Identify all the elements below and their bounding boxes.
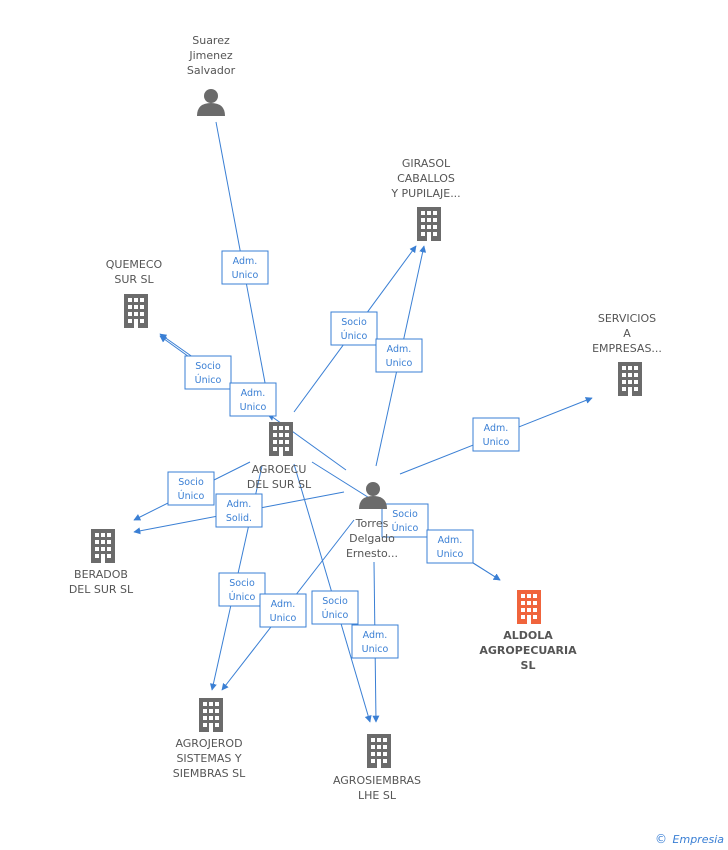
edge-label-e2[interactable]: Socio Único bbox=[330, 311, 378, 346]
node-suarez[interactable]: Suarez Jimenez Salvador bbox=[187, 34, 236, 116]
node-label-line: Y PUPILAJE... bbox=[390, 187, 460, 200]
edge-label-line: Unico bbox=[270, 613, 297, 624]
edge-label-line: Unico bbox=[386, 358, 413, 369]
edge-labels: Adm. Unico Socio Único Adm. Unico Socio … bbox=[167, 250, 520, 659]
node-label-line: SISTEMAS Y bbox=[176, 752, 241, 765]
edge-label-line: Unico bbox=[232, 270, 259, 281]
node-label-line: AGROPECUARIA bbox=[479, 644, 577, 657]
edge-label-e14[interactable]: Adm. Unico bbox=[351, 624, 399, 659]
edge-label-line: Adm. bbox=[387, 344, 412, 355]
edge-label-e4[interactable]: Socio Único bbox=[184, 355, 232, 390]
node-label-line: Torres bbox=[355, 517, 389, 530]
node-label-line: Ernesto... bbox=[346, 547, 398, 560]
node-label-line: GIRASOL bbox=[402, 157, 451, 170]
edge-label-e5[interactable]: Adm. Unico bbox=[229, 382, 277, 417]
edge-label-line: Socio bbox=[392, 509, 418, 520]
edge-label-e7[interactable]: Socio Único bbox=[167, 471, 215, 506]
node-label-line: AGROJEROD bbox=[175, 737, 242, 750]
nodes: Suarez Jimenez Salvador GIRASOL CABALLOS… bbox=[69, 34, 662, 802]
building-icon bbox=[517, 590, 541, 624]
edge-label-e11[interactable]: Socio Único bbox=[218, 572, 266, 607]
node-agrojerod[interactable]: AGROJEROD SISTEMAS Y SIEMBRAS SL bbox=[173, 698, 246, 780]
node-servicios[interactable]: SERVICIOS A EMPRESAS... bbox=[592, 312, 662, 396]
edge-label-e9[interactable]: Socio Único bbox=[381, 503, 429, 538]
building-icon bbox=[417, 207, 441, 241]
node-label-line: BERADOB bbox=[74, 568, 128, 581]
edge-label-line: Unico bbox=[362, 644, 389, 655]
node-label-line: Delgado bbox=[349, 532, 395, 545]
node-label-line: LHE SL bbox=[358, 789, 397, 802]
node-aldola[interactable]: ALDOLA AGROPECUARIA SL bbox=[479, 590, 577, 672]
edge-label-line: Adm. bbox=[233, 256, 258, 267]
node-label-line: ALDOLA bbox=[503, 629, 553, 642]
edge-label-line: Solid. bbox=[226, 513, 252, 524]
edge-label-e12[interactable]: Adm. Unico bbox=[259, 593, 307, 628]
node-label-line: CABALLOS bbox=[397, 172, 455, 185]
node-label-line: Jimenez bbox=[188, 49, 233, 62]
brand-logo: Empresia bbox=[672, 833, 724, 846]
node-label-line: AGROSIEMBRAS bbox=[333, 774, 421, 787]
node-label-line: A bbox=[623, 327, 631, 340]
edge-label-line: Socio bbox=[195, 361, 221, 372]
node-label-line: Suarez bbox=[192, 34, 230, 47]
edge-label-line: Socio bbox=[229, 578, 255, 589]
node-label-line: QUEMECO bbox=[106, 258, 163, 271]
edge-label-line: Socio bbox=[322, 596, 348, 607]
node-label-line: SUR SL bbox=[114, 273, 154, 286]
building-icon bbox=[91, 529, 115, 563]
edge-label-line: Adm. bbox=[438, 535, 463, 546]
node-label-line: EMPRESAS... bbox=[592, 342, 662, 355]
building-icon bbox=[124, 294, 148, 328]
edge-label-line: Socio bbox=[341, 317, 367, 328]
edge-label-e6[interactable]: Adm. Unico bbox=[472, 417, 520, 452]
node-label-line: AGROECU bbox=[252, 463, 307, 476]
building-icon bbox=[199, 698, 223, 732]
node-torres[interactable]: Torres Delgado Ernesto... bbox=[346, 482, 398, 560]
node-label-line: SL bbox=[521, 659, 536, 672]
edge-label-e10[interactable]: Adm. Unico bbox=[426, 529, 474, 564]
node-agroecu[interactable]: AGROECU DEL SUR SL bbox=[247, 422, 312, 491]
node-girasol[interactable]: GIRASOL CABALLOS Y PUPILAJE... bbox=[390, 157, 461, 241]
person-icon bbox=[197, 89, 225, 116]
building-icon bbox=[269, 422, 293, 456]
edge-label-line: Adm. bbox=[271, 599, 296, 610]
node-label-line: Salvador bbox=[187, 64, 236, 77]
building-icon bbox=[618, 362, 642, 396]
person-icon bbox=[359, 482, 387, 509]
edge-label-line: Único bbox=[392, 522, 419, 534]
edge-label-e3[interactable]: Adm. Unico bbox=[375, 338, 423, 373]
edge-label-line: Único bbox=[322, 609, 349, 621]
edge-label-line: Único bbox=[341, 330, 368, 342]
node-label-line: SIEMBRAS SL bbox=[173, 767, 246, 780]
node-label-line: DEL SUR SL bbox=[247, 478, 312, 491]
edge-label-line: Adm. bbox=[363, 630, 388, 641]
edge-label-line: Adm. bbox=[241, 388, 266, 399]
node-beradob[interactable]: BERADOB DEL SUR SL bbox=[69, 529, 134, 596]
edge-label-line: Adm. bbox=[484, 423, 509, 434]
node-agrosiembras[interactable]: AGROSIEMBRAS LHE SL bbox=[333, 734, 421, 802]
edge-label-line: Único bbox=[178, 490, 205, 502]
copyright-symbol: © bbox=[655, 832, 668, 846]
edge-label-line: Unico bbox=[240, 402, 267, 413]
edge-label-line: Único bbox=[229, 591, 256, 603]
edge-label-line: Socio bbox=[178, 477, 204, 488]
building-icon bbox=[367, 734, 391, 768]
edge-label-line: Unico bbox=[483, 437, 510, 448]
edge-label-line: Adm. bbox=[227, 499, 252, 510]
edge-label-e1[interactable]: Adm. Unico bbox=[221, 250, 269, 285]
node-label-line: SERVICIOS bbox=[598, 312, 656, 325]
edge-label-e8[interactable]: Adm. Solid. bbox=[215, 493, 263, 528]
node-quemeco[interactable]: QUEMECO SUR SL bbox=[106, 258, 163, 328]
edge-label-line: Único bbox=[195, 374, 222, 386]
edge-label-line: Unico bbox=[437, 549, 464, 560]
footer-brand[interactable]: © Empresia bbox=[655, 832, 724, 846]
edge-label-e13[interactable]: Socio Único bbox=[311, 590, 359, 625]
node-label-line: DEL SUR SL bbox=[69, 583, 134, 596]
